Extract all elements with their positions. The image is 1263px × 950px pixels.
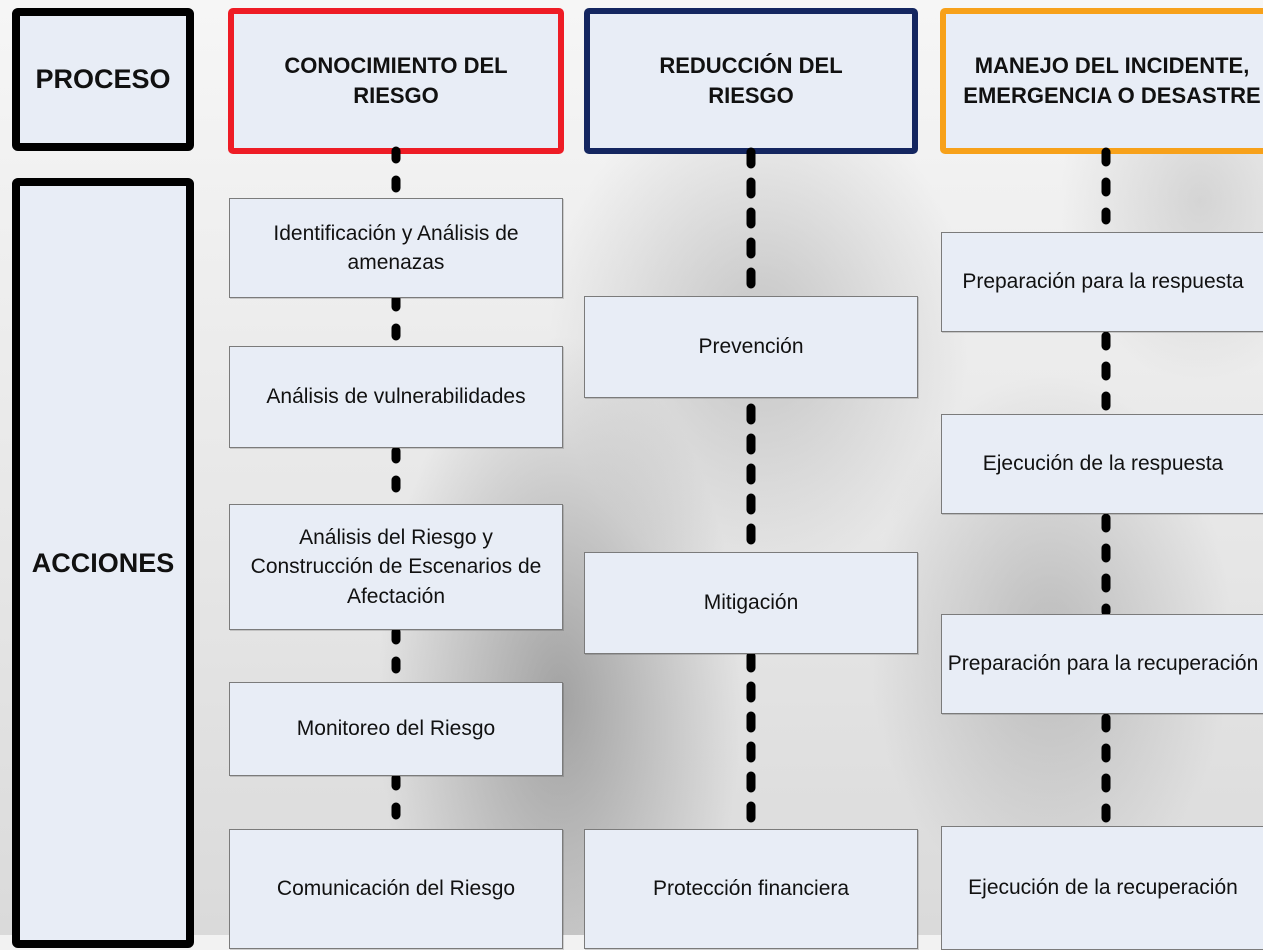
connector xyxy=(391,146,401,198)
action-label: Preparación para la recuperación xyxy=(947,652,1259,676)
connector xyxy=(746,402,756,548)
action-label: Análisis del Riesgo y Construcción de Es… xyxy=(250,525,542,608)
action-label: Mitigación xyxy=(703,591,799,615)
action-preparacion-respuesta: Preparación para la respuesta xyxy=(941,232,1263,332)
action-prevencion: Prevención xyxy=(584,296,918,398)
connector xyxy=(391,773,401,825)
action-monitoreo-riesgo: Monitoreo del Riesgo xyxy=(229,682,563,776)
action-label: Ejecución de la recuperación xyxy=(968,876,1238,900)
header-manejo-label: MANEJO DEL INCIDENTE, EMERGENCIA O DESAS… xyxy=(963,53,1261,108)
action-label: Prevención xyxy=(698,335,804,359)
action-label: Identificación y Análisis de amenazas xyxy=(273,221,519,274)
connector xyxy=(746,146,756,292)
action-label: Preparación para la respuesta xyxy=(962,270,1244,294)
header-reduccion: REDUCCIÓN DEL RIESGO xyxy=(584,8,918,154)
connector xyxy=(391,627,401,679)
action-preparacion-recuperacion: Preparación para la recuperación xyxy=(941,614,1263,714)
connector xyxy=(391,294,401,346)
action-label: Ejecución de la respuesta xyxy=(982,452,1224,476)
connector xyxy=(391,446,401,498)
action-identificacion-amenazas: Identificación y Análisis de amenazas xyxy=(229,198,563,298)
action-ejecucion-recuperacion: Ejecución de la recuperación xyxy=(941,826,1263,950)
header-conocimiento: CONOCIMIENTO DEL RIESGO xyxy=(228,8,564,154)
acciones-label: ACCIONES xyxy=(31,547,175,578)
action-label: Comunicación del Riesgo xyxy=(276,877,516,901)
proceso-label-box: PROCESO xyxy=(12,8,194,151)
action-analisis-riesgo-escenarios: Análisis del Riesgo y Construcción de Es… xyxy=(229,504,563,630)
action-label: Análisis de vulnerabilidades xyxy=(266,385,526,409)
proceso-label: PROCESO xyxy=(35,64,171,94)
action-ejecucion-respuesta: Ejecución de la respuesta xyxy=(941,414,1263,514)
action-comunicacion-riesgo: Comunicación del Riesgo xyxy=(229,829,563,949)
connector xyxy=(1101,146,1111,226)
connector xyxy=(1101,512,1111,618)
acciones-label-box: ACCIONES xyxy=(12,178,194,948)
action-label: Monitoreo del Riesgo xyxy=(296,717,496,741)
action-proteccion-financiera: Protección financiera xyxy=(584,829,918,949)
header-manejo: MANEJO DEL INCIDENTE, EMERGENCIA O DESAS… xyxy=(940,8,1263,154)
header-reduccion-label: REDUCCIÓN DEL RIESGO xyxy=(659,53,843,108)
header-conocimiento-label: CONOCIMIENTO DEL RIESGO xyxy=(284,53,508,108)
connector xyxy=(1101,712,1111,824)
action-mitigacion: Mitigación xyxy=(584,552,918,654)
action-analisis-vulnerabilidades: Análisis de vulnerabilidades xyxy=(229,346,563,448)
action-label: Protección financiera xyxy=(652,877,850,901)
connector xyxy=(746,650,756,826)
connector xyxy=(1101,330,1111,414)
